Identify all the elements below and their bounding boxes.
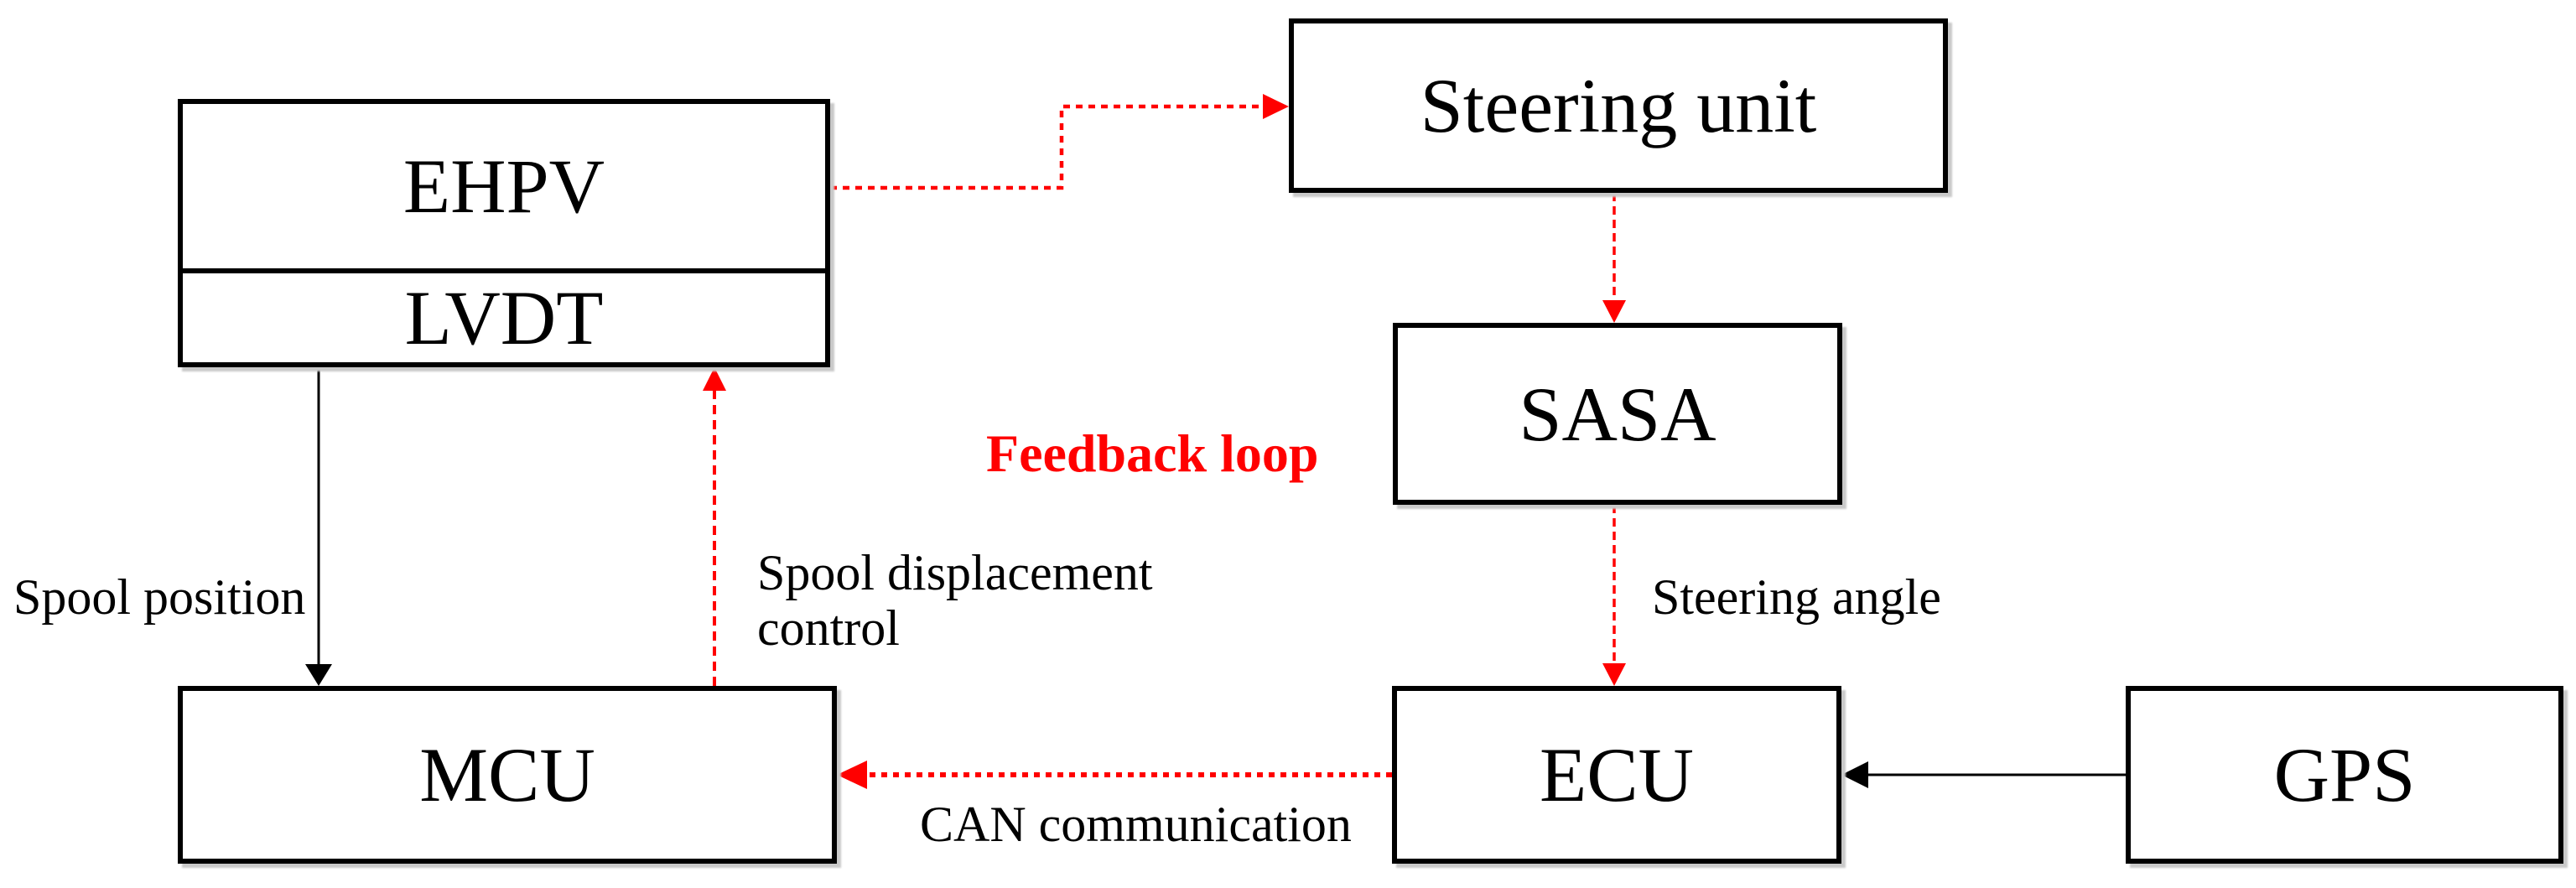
arrow-sasa-to-ecu bbox=[1602, 505, 1626, 686]
arrow-steering-unit-to-sasa bbox=[1602, 193, 1626, 323]
edge-label-spool-displacement-line1: Spool displacement bbox=[757, 545, 1153, 600]
arrow-gps-to-ecu bbox=[1841, 761, 2126, 788]
feedback-loop-title: Feedback loop bbox=[986, 423, 1319, 483]
arrow-lvdt-to-mcu bbox=[305, 367, 332, 686]
edge-label-spool-displacement: Spool displacement control bbox=[757, 545, 1153, 656]
arrow-ehpv-to-steering-unit bbox=[830, 94, 1289, 190]
node-gps: GPS bbox=[2126, 686, 2563, 864]
edge-label-spool-displacement-line2: control bbox=[757, 600, 900, 656]
node-sasa-label: SASA bbox=[1519, 371, 1716, 457]
edge-label-spool-position: Spool position bbox=[13, 569, 306, 625]
arrow-ecu-to-mcu bbox=[837, 761, 1392, 789]
node-ecu-label: ECU bbox=[1540, 732, 1694, 818]
node-steering-unit-label: Steering unit bbox=[1420, 63, 1817, 148]
edge-label-can-communication: CAN communication bbox=[920, 797, 1352, 852]
node-ehpv-label: EHPV bbox=[402, 143, 605, 229]
node-steering-unit: Steering unit bbox=[1289, 18, 1948, 193]
node-lvdt: LVDT bbox=[183, 268, 825, 362]
node-sasa: SASA bbox=[1393, 323, 1842, 505]
node-gps-label: GPS bbox=[2273, 732, 2416, 818]
node-ecu: ECU bbox=[1392, 686, 1841, 864]
edge-label-steering-angle: Steering angle bbox=[1652, 569, 1941, 625]
node-ehpv: EHPV bbox=[183, 104, 825, 268]
node-ehpv-lvdt: EHPV LVDT bbox=[178, 99, 830, 367]
node-mcu: MCU bbox=[178, 686, 837, 864]
node-mcu-label: MCU bbox=[419, 732, 595, 818]
node-lvdt-label: LVDT bbox=[404, 275, 604, 361]
arrow-mcu-to-lvdt bbox=[703, 367, 726, 686]
